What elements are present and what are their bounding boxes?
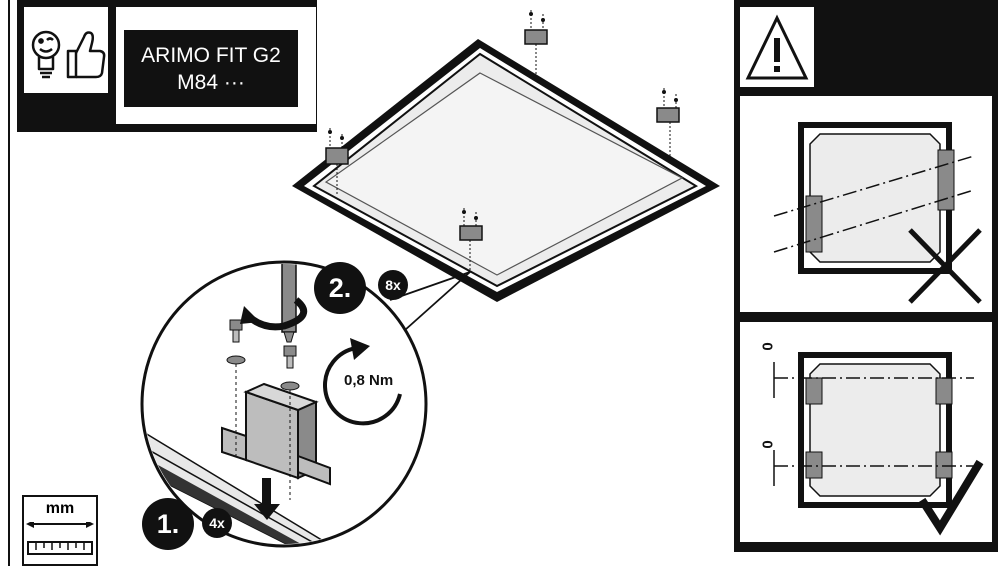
screw-right (280, 345, 300, 500)
step-2-badge: 2. (314, 262, 366, 314)
checkmark-icon (918, 459, 984, 536)
torque-value: 0,8 Nm (344, 372, 394, 389)
cross-icon (908, 228, 982, 304)
luminaire-panel (292, 39, 720, 302)
screwdriver (281, 264, 297, 343)
step-1-count-badge: 4x (202, 508, 232, 538)
clip-top (524, 10, 548, 78)
warning-triangle-icon (745, 14, 809, 80)
correct-luminaire-drawing (773, 352, 974, 508)
clip-right (656, 88, 680, 162)
clip-bottom (459, 208, 483, 270)
tip-icon-box (24, 7, 108, 93)
product-title: ARIMO FIT G2 M84 ··· (124, 30, 298, 107)
gap-label-bottom: 0 (759, 440, 777, 449)
rotate-arrow-icon (245, 297, 308, 331)
ruler-icon (26, 522, 94, 555)
clip-left (325, 128, 349, 196)
detail-magnifier (140, 260, 428, 548)
alignment-warning-panel (734, 0, 998, 552)
installation-drawing (140, 10, 720, 548)
lightbulb-thumbs-up-icon (31, 30, 106, 79)
torque-arrow-icon (323, 346, 402, 426)
wrong-luminaire-drawing (773, 122, 975, 274)
gap-label-top: 0 (759, 342, 777, 351)
mounting-clip-detail (221, 382, 331, 486)
step-2-count-badge: 8x (378, 270, 408, 300)
push-down-arrow-icon (254, 478, 280, 520)
page-border-line (8, 0, 10, 566)
screw-left (226, 319, 246, 460)
product-name: ARIMO FIT G2 (141, 43, 281, 67)
unit-label: mm (45, 500, 75, 517)
product-model: M84 ··· (177, 70, 245, 94)
step-1-badge: 1. (142, 498, 194, 550)
